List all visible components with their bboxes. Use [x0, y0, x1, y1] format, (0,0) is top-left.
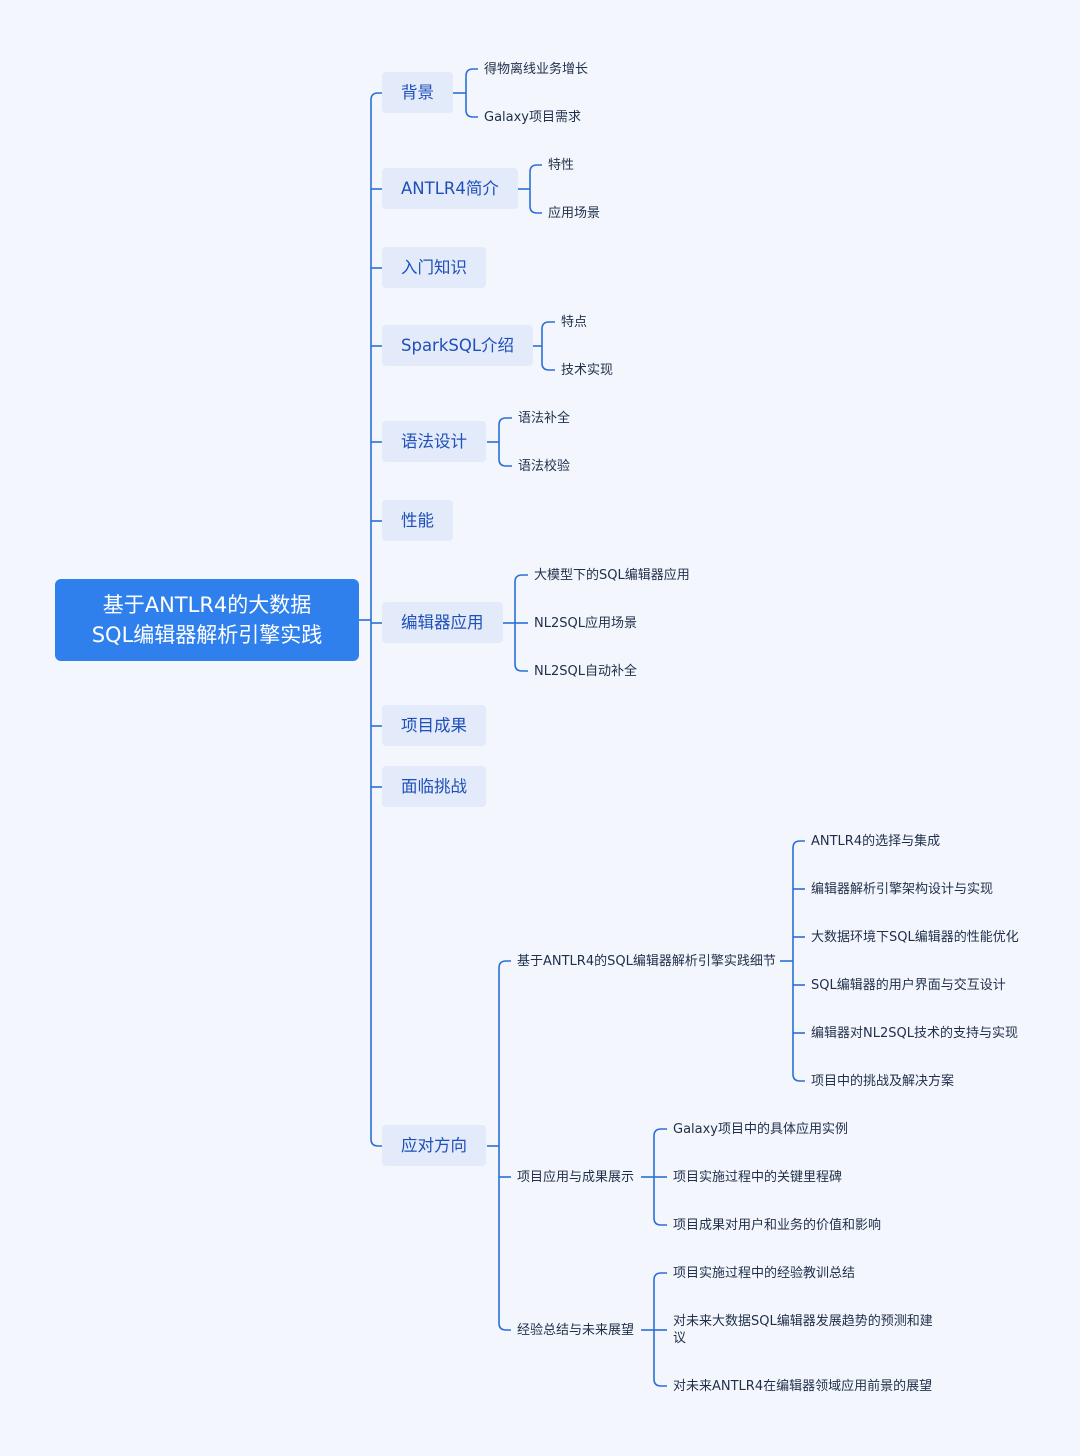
connector-line — [529, 164, 542, 214]
leaf-node[interactable]: 编辑器对NL2SQL技术的支持与实现 — [811, 1026, 1018, 1041]
leaf-node[interactable]: NL2SQL应用场景 — [534, 616, 637, 631]
leaf-node[interactable]: 项目成果对用户和业务的价值和影响 — [673, 1218, 882, 1233]
sub-branch-summary-outlook[interactable]: 经验总结与未来展望 — [517, 1323, 635, 1338]
leaf-node[interactable]: 应用场景 — [548, 206, 601, 221]
branch-response[interactable]: 应对方向 — [382, 1125, 486, 1166]
branch-sparksql[interactable]: SparkSQL介绍 — [382, 325, 534, 366]
leaf-node[interactable]: Galaxy项目中的具体应用实例 — [673, 1122, 849, 1137]
branch-challenges[interactable]: 面临挑战 — [382, 766, 486, 807]
leaf-node[interactable]: 对未来大数据SQL编辑器发展趋势的预测和建议 — [673, 1314, 933, 1346]
connector-line — [465, 68, 478, 118]
leaf-node[interactable]: 得物离线业务增长 — [484, 62, 589, 77]
branch-grammar-design[interactable]: 语法设计 — [382, 421, 486, 462]
leaf-node[interactable]: 技术实现 — [561, 363, 614, 378]
leaf-node[interactable]: 项目实施过程中的关键里程碑 — [673, 1170, 843, 1185]
leaf-node[interactable]: 大模型下的SQL编辑器应用 — [534, 568, 690, 583]
leaf-node[interactable]: NL2SQL自动补全 — [534, 664, 637, 679]
leaf-node[interactable]: 语法补全 — [518, 411, 571, 426]
leaf-node[interactable]: 特性 — [548, 158, 575, 173]
branch-antlr4-intro[interactable]: ANTLR4简介 — [382, 168, 518, 209]
connector-line — [498, 960, 511, 1331]
branch-background[interactable]: 背景 — [382, 72, 453, 113]
branch-performance[interactable]: 性能 — [382, 500, 453, 541]
branch-editor-application[interactable]: 编辑器应用 — [382, 602, 503, 643]
branch-results[interactable]: 项目成果 — [382, 705, 486, 746]
leaf-node[interactable]: 项目中的挑战及解决方案 — [811, 1074, 955, 1089]
connector-line — [541, 321, 555, 371]
connector-line — [498, 417, 512, 467]
sub-branch-application-results[interactable]: 项目应用与成果展示 — [517, 1170, 635, 1185]
sub-branch-implementation-details[interactable]: 基于ANTLR4的SQL编辑器解析引擎实践细节 — [517, 954, 776, 969]
leaf-node[interactable]: ANTLR4的选择与集成 — [811, 834, 941, 849]
leaf-node[interactable]: 对未来ANTLR4在编辑器领域应用前景的展望 — [673, 1379, 933, 1394]
branch-basics[interactable]: 入门知识 — [382, 247, 486, 288]
leaf-node[interactable]: 项目实施过程中的经验教训总结 — [673, 1266, 856, 1281]
leaf-node[interactable]: 编辑器解析引擎架构设计与实现 — [811, 882, 994, 897]
leaf-node[interactable]: SQL编辑器的用户界面与交互设计 — [811, 978, 1006, 993]
leaf-node[interactable]: 大数据环境下SQL编辑器的性能优化 — [811, 930, 1019, 945]
leaf-node[interactable]: Galaxy项目需求 — [484, 110, 582, 125]
root-node[interactable]: 基于ANTLR4的大数据 SQL编辑器解析引擎实践 — [55, 579, 359, 661]
connector-line — [370, 92, 382, 1147]
connector-line — [792, 840, 805, 1082]
leaf-node[interactable]: 语法校验 — [518, 459, 571, 474]
leaf-node[interactable]: 特点 — [561, 315, 588, 330]
